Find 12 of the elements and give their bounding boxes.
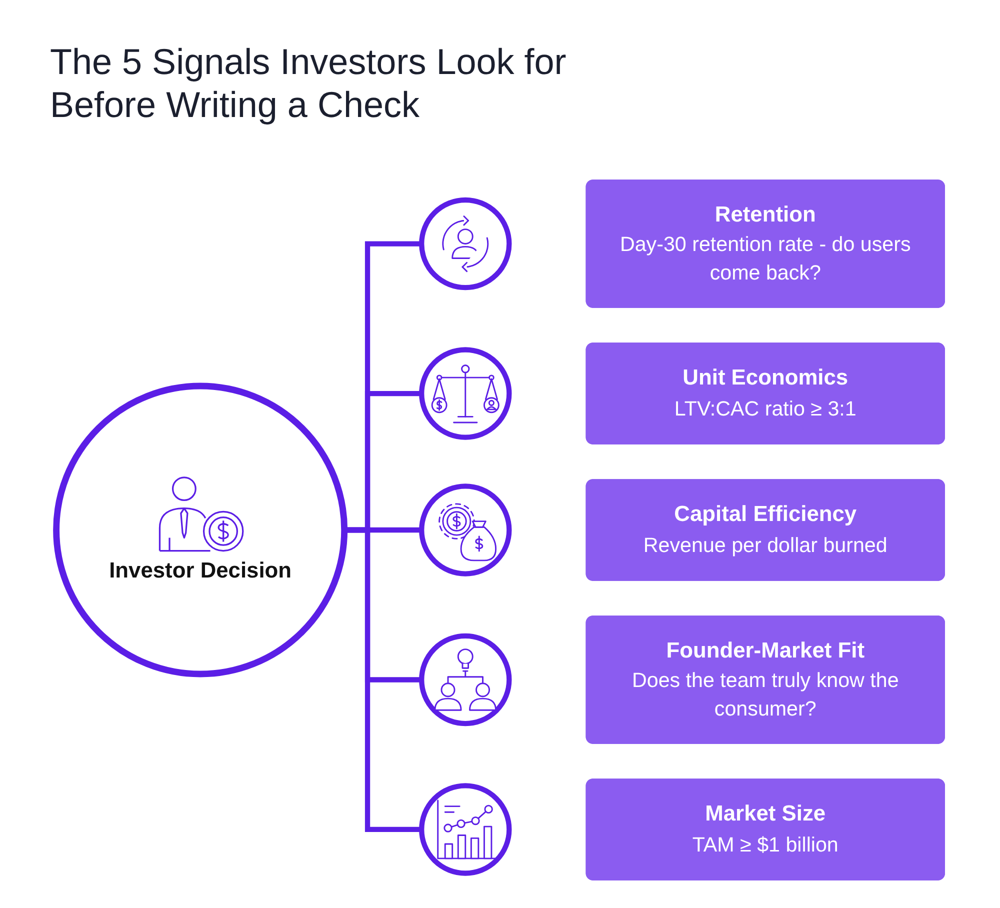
signal-heading: Capital Efficiency bbox=[674, 500, 856, 528]
signal-description: TAM ≥ $1 billion bbox=[691, 834, 840, 859]
title: The 5 Signals Investors Look for Before Writing a Check bbox=[50, 40, 568, 126]
signal-description: LTV:CAC ratio ≥ 3:1 bbox=[673, 398, 857, 423]
signal-description: Day-30 retention rate - do users come back? bbox=[618, 233, 912, 286]
node-label: Investor Decision bbox=[108, 557, 292, 585]
signal-heading: Market Size bbox=[704, 800, 826, 828]
signal-description: Revenue per dollar burned bbox=[642, 534, 888, 560]
signal-heading: Unit Economics bbox=[682, 364, 848, 392]
signal-heading: Retention bbox=[714, 201, 816, 229]
signal-description: Does the team truly know the consumer? bbox=[630, 669, 900, 722]
signal-heading: Founder-Market Fit bbox=[666, 637, 864, 665]
